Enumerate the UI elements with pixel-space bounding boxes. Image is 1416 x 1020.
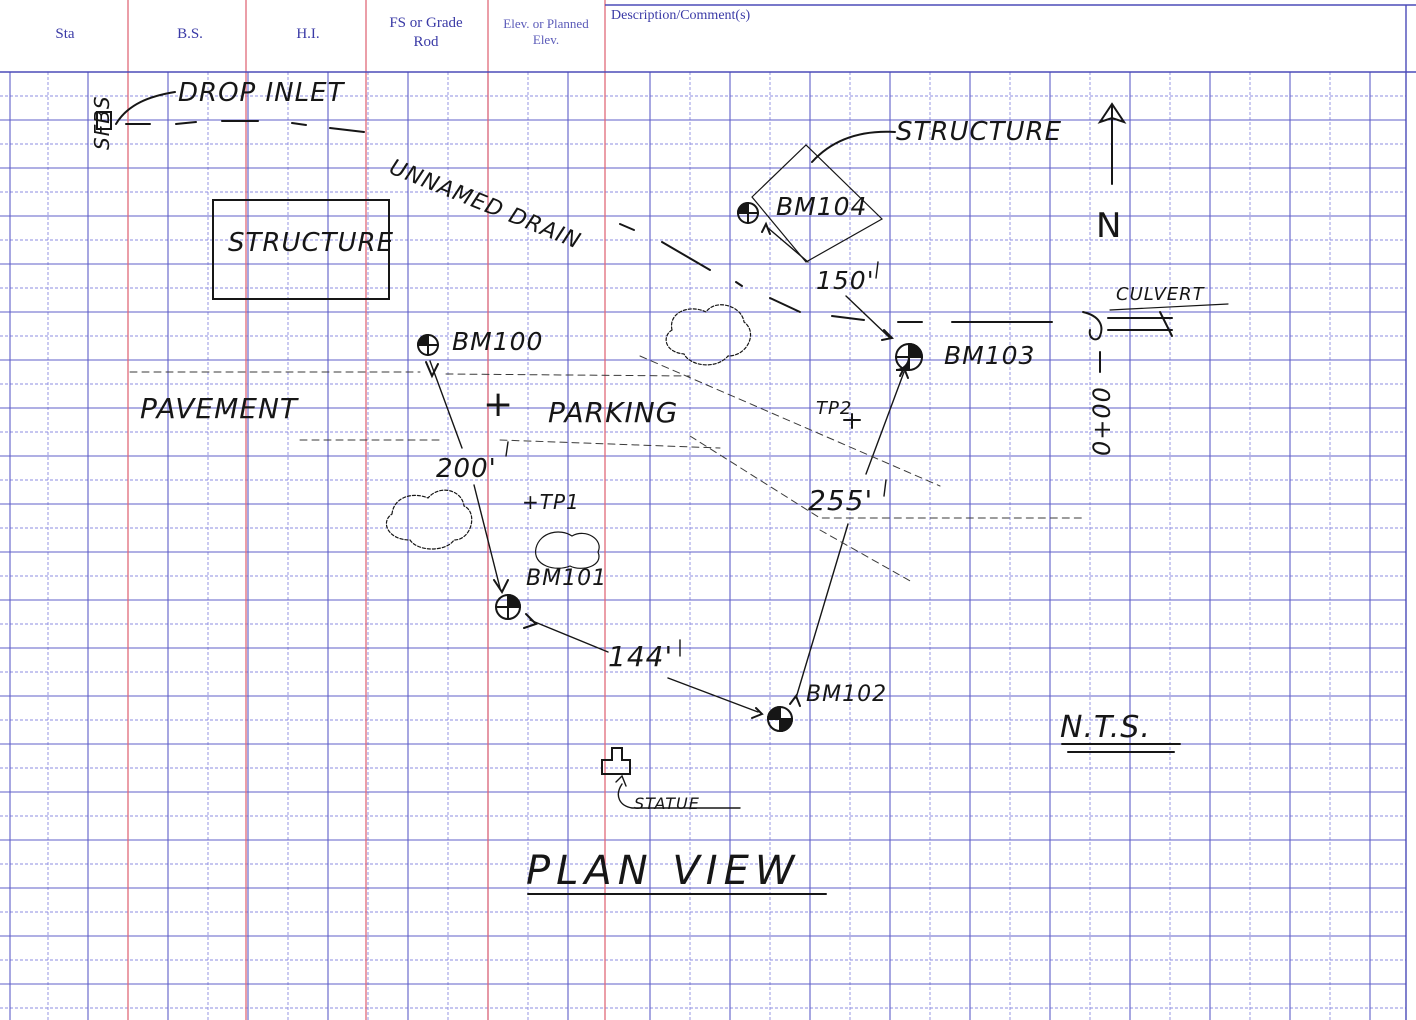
drop-inlet-label: DROP INLET <box>178 78 345 108</box>
description-header: Description/Comment(s) <box>611 8 751 23</box>
culvert-underline <box>1109 303 1229 311</box>
nts-underline <box>1061 743 1181 753</box>
bm104-symbol <box>736 201 759 224</box>
distance-255: 255' <box>808 484 874 517</box>
distance-200: 200' <box>436 454 497 484</box>
station-label: 0+00 <box>1088 386 1116 456</box>
nts-label: N.T.S. <box>1060 710 1151 745</box>
statue-leader <box>615 774 741 809</box>
bm104-label: BM104 <box>776 192 868 221</box>
culvert-symbol <box>1082 311 1173 341</box>
drop-inlet-leader <box>115 91 176 125</box>
bm103-label: BM103 <box>944 341 1036 370</box>
bm103-symbol <box>895 342 924 371</box>
distance-144: 144' <box>608 640 674 673</box>
column-header-bs: B.S. <box>177 26 203 42</box>
pavement-edges <box>129 355 1083 583</box>
tp2-label: TP2 <box>816 398 853 419</box>
traverse-lines <box>429 227 905 713</box>
column-header-sta: Sta <box>55 26 75 42</box>
bm101-label: BM101 <box>526 566 608 591</box>
structure-box <box>212 199 390 300</box>
culvert-label: CULVERT <box>1116 284 1205 305</box>
structure-leader <box>811 130 896 163</box>
tree-cloud-2 <box>386 489 473 550</box>
column-header-elevation: Elev. or Planned Elev. <box>503 16 589 48</box>
pavement-label: PAVEMENT <box>140 392 298 425</box>
structure-box-label: STRUCTURE <box>228 228 395 258</box>
column-header-hi: H.I. <box>296 26 320 42</box>
statue-symbol <box>601 747 631 775</box>
north-arrow <box>1097 102 1127 185</box>
structure-rotated <box>751 144 883 263</box>
plan-view-title: PLAN VIEW <box>526 848 801 894</box>
drain-line <box>125 120 1053 323</box>
tree-cloud-1 <box>665 304 751 366</box>
tp1-label: +TP1 <box>522 490 580 514</box>
tp2-symbol <box>843 413 861 429</box>
structure-top-label: STRUCTURE <box>896 117 1063 147</box>
distance-150: 150' <box>816 266 875 295</box>
statue-label: STATUE <box>634 794 700 813</box>
parking-label: PARKING <box>548 396 679 429</box>
sfbs-label: SFBS <box>90 95 114 150</box>
tree-cloud-3 <box>535 531 600 569</box>
bm100-symbol <box>416 333 439 356</box>
bm100-label: BM100 <box>452 327 544 356</box>
and-sign: + <box>483 384 515 425</box>
bm102-label: BM102 <box>806 682 888 707</box>
bm102-symbol <box>766 705 794 733</box>
drop-inlet-symbol <box>96 111 112 130</box>
bm101-symbol <box>495 593 522 620</box>
dist-tick-marks <box>505 261 887 657</box>
column-header-fs-grade-rod: FS or Grade Rod <box>389 15 463 50</box>
north-label: N <box>1096 206 1123 246</box>
